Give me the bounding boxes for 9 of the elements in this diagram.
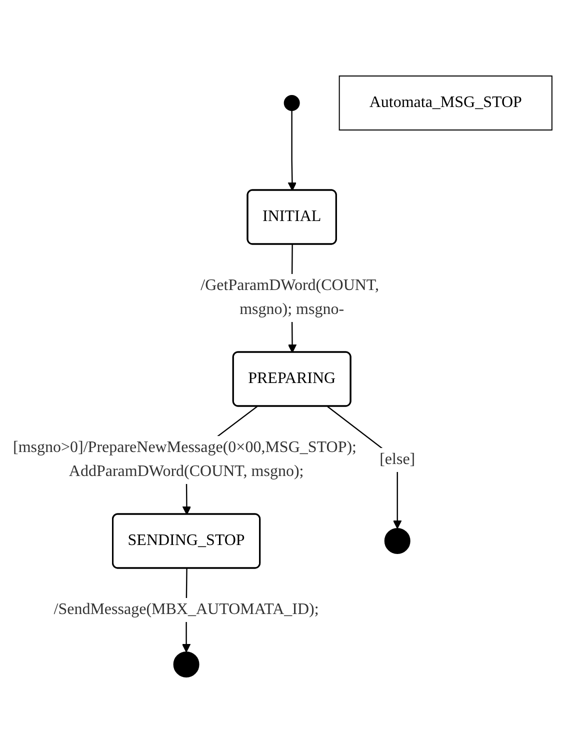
node-bullseye — [173, 650, 200, 677]
arrow — [288, 110, 297, 190]
edge-label: /GetParamDWord(COUNT, msgno); msgno- — [200, 276, 380, 318]
node-box — [338, 75, 552, 130]
node-circle — [284, 94, 300, 110]
edge-label: /SendMessage(MBX_AUTOMATA_ID); — [54, 600, 319, 618]
edge-label: [else] — [380, 450, 416, 468]
edge-label: [msgno>0]/PrepareNewMessage(0×00,MSG_STOP); AddParamDWord(COUNT, msgno); — [13, 438, 357, 480]
node-bullseye — [384, 528, 410, 554]
